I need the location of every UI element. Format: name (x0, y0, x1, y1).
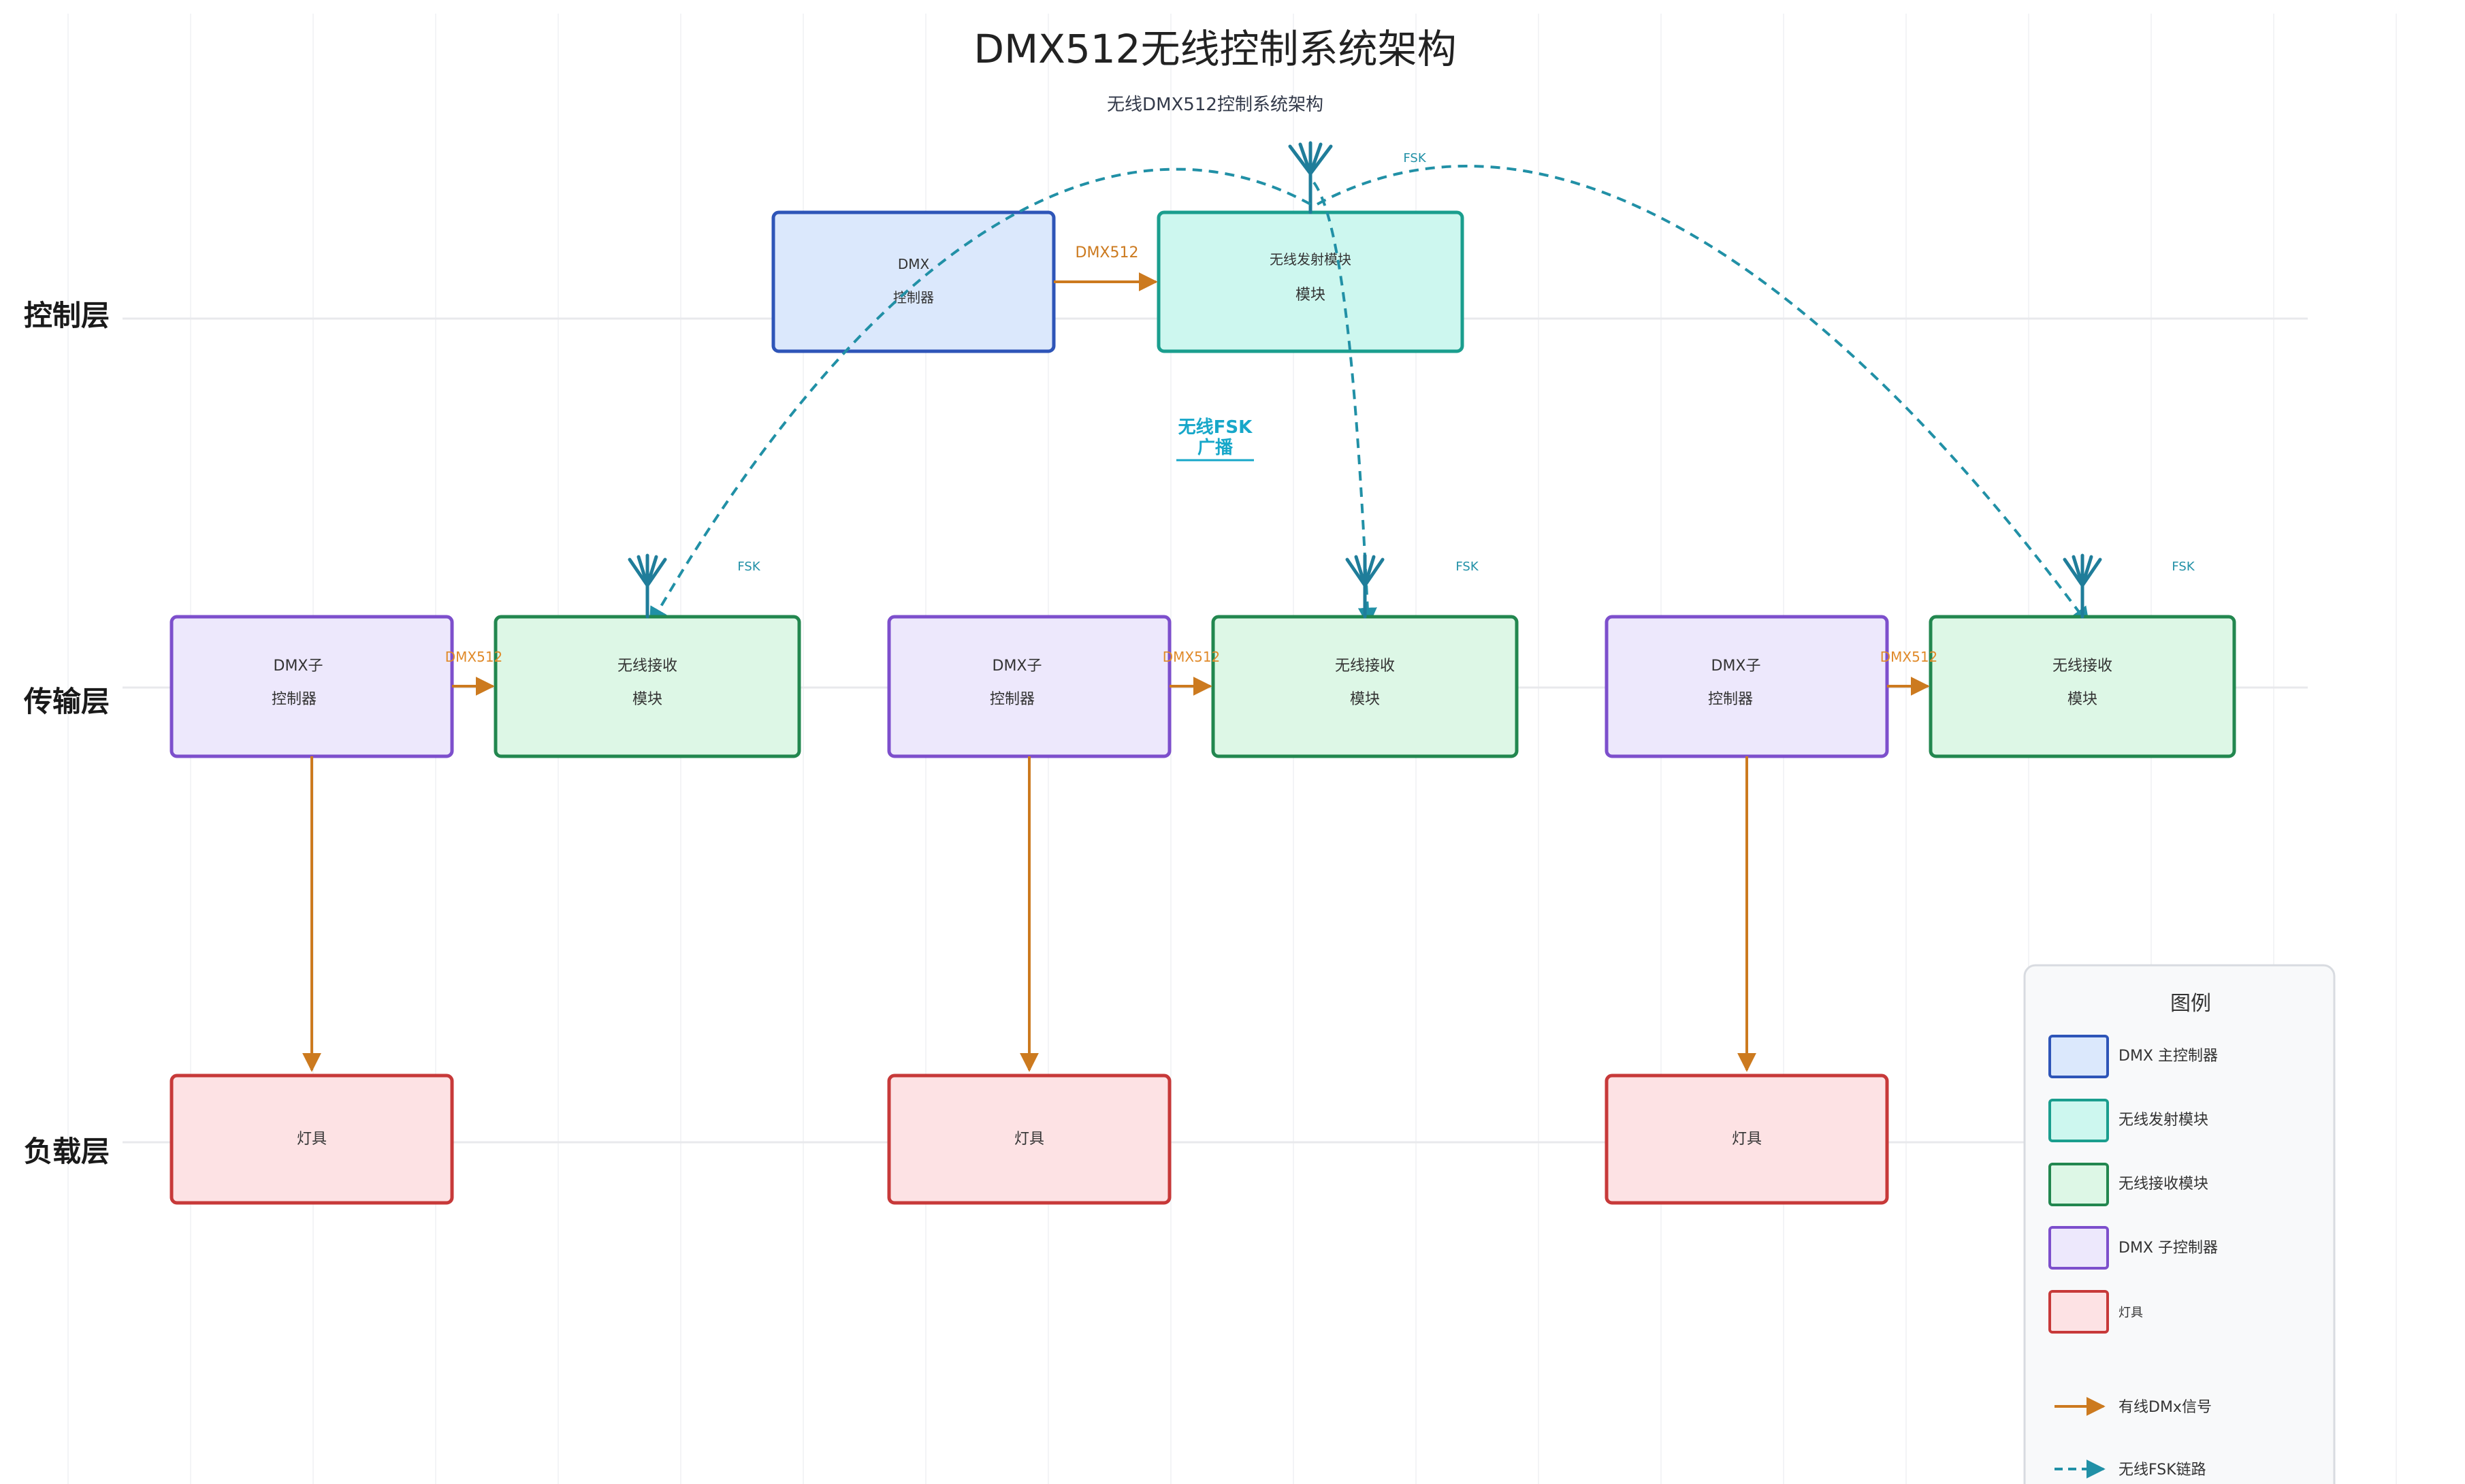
layer-label-control: 控制层 (24, 299, 110, 332)
diagram-subtitle: 无线DMX512控制系统架构 (1107, 95, 1323, 115)
lamp-3 (1605, 1074, 1889, 1205)
wired-link-main-label: DMX512 (1076, 244, 1139, 261)
dmx-sub-controller-2-line1: DMX子 (993, 658, 1042, 675)
legend-item-transmitter: 无线发射模块 (2048, 1099, 2208, 1142)
dmx-main-controller-line1: DMX (898, 256, 930, 272)
wireless-receiver-1 (494, 615, 801, 758)
diagram-title: DMX512无线控制系统架构 (973, 26, 1456, 72)
legend-panel (2023, 964, 2336, 1484)
legend-label-wireless: 无线FSK链路 (2118, 1462, 2206, 1479)
legend-swatch-sub-controller (2048, 1226, 2109, 1270)
wireless-receiver-1-line1: 无线接收 (617, 658, 677, 675)
legend-label-main-controller: DMX 主控制器 (2118, 1048, 2218, 1065)
layer-label-load: 负载层 (24, 1135, 110, 1168)
group-2: DMX子 控制器 无线接收 模块 DMX512 FSK 灯具 (887, 553, 1519, 1205)
broadcast-label-line2: 广播 (1197, 438, 1234, 458)
legend-label-receiver: 无线接收模块 (2118, 1176, 2208, 1193)
wireless-receiver-2 (1211, 615, 1519, 758)
legend-item-lamp: 灯具 (2048, 1290, 2143, 1334)
transmitter-antenna-icon (1288, 141, 1333, 214)
dmx-main-controller-line2: 控制器 (893, 289, 934, 306)
dmx-sub-controller-1-line2: 控制器 (272, 691, 317, 708)
fsk-label-3: FSK (2172, 560, 2195, 574)
wireless-transmitter-line2: 模块 (1295, 287, 1325, 304)
legend-item-main-controller: DMX 主控制器 (2048, 1035, 2218, 1078)
wireless-link-to-receiver-3 (1317, 165, 2090, 627)
group-1: DMX子 控制器 无线接收 模块 DMX512 FSK 灯具 (170, 553, 801, 1205)
legend-item-wired: 有线DMx信号 (2055, 1397, 2212, 1416)
receiver-antenna-icon-3 (2063, 553, 2102, 619)
wired-link-label-1: DMX512 (445, 649, 503, 665)
wireless-receiver-3-line2: 模块 (2067, 691, 2097, 708)
legend-title: 图例 (2170, 992, 2211, 1016)
lamp-2 (887, 1074, 1172, 1205)
lamp-3-label: 灯具 (1732, 1131, 1762, 1148)
legend-label-lamp: 灯具 (2118, 1306, 2143, 1320)
wireless-receiver-1-line2: 模块 (632, 691, 662, 708)
lamp-2-label: 灯具 (1014, 1131, 1044, 1148)
group-3: DMX子 控制器 无线接收 模块 DMX512 FSK 灯具 (1605, 553, 2236, 1205)
wireless-receiver-2-line2: 模块 (1350, 691, 1380, 708)
broadcast-label: 无线FSK 广播 (1176, 417, 1254, 462)
wireless-link-to-receiver-1 (649, 167, 1311, 627)
legend-item-receiver: 无线接收模块 (2048, 1163, 2208, 1206)
legend-label-wired: 有线DMx信号 (2118, 1399, 2212, 1416)
wireless-transmitter: 无线发射模块 模块 (1157, 210, 1464, 353)
legend-item-sub-controller: DMX 子控制器 (2048, 1226, 2218, 1270)
legend-swatch-main-controller (2048, 1035, 2109, 1078)
dmx-sub-controller-2-line2: 控制器 (990, 691, 1035, 708)
receiver-antenna-icon-1 (628, 553, 667, 619)
legend-swatch-transmitter (2048, 1099, 2109, 1142)
wired-link-label-3: DMX512 (1880, 649, 1938, 665)
lamp-1-label: 灯具 (297, 1131, 327, 1148)
dmx-sub-controller-3-line1: DMX子 (1711, 658, 1761, 675)
legend-label-sub-controller: DMX 子控制器 (2118, 1240, 2218, 1257)
dmx-sub-controller-3-line2: 控制器 (1708, 691, 1753, 708)
wireless-receiver-3-line1: 无线接收 (2052, 658, 2112, 675)
legend-swatch-receiver (2048, 1163, 2109, 1206)
wired-link-label-2: DMX512 (1163, 649, 1221, 665)
dmx-sub-controller-1-line1: DMX子 (274, 658, 323, 675)
dmx-main-controller: DMX 控制器 (771, 210, 1056, 353)
fsk-label-transmitter: FSK (1403, 151, 1426, 165)
dmx-sub-controller-2 (887, 615, 1172, 758)
layer-label-transport: 传输层 (23, 685, 110, 718)
legend-label-transmitter: 无线发射模块 (2118, 1112, 2208, 1129)
dmx-sub-controller-3 (1605, 615, 1889, 758)
legend-item-wireless: 无线FSK链路 (2055, 1459, 2206, 1479)
legend: 图例 DMX 主控制器 无线发射模块 无线接收模块 DMX 子控制器 灯具 有线… (2023, 964, 2336, 1484)
lamp-1 (170, 1074, 454, 1205)
fsk-label-1: FSK (737, 560, 760, 574)
dmx-sub-controller-1 (170, 615, 454, 758)
wireless-receiver-2-line1: 无线接收 (1335, 658, 1395, 675)
wireless-receiver-3 (1929, 615, 2236, 758)
fsk-label-2: FSK (1455, 560, 1479, 574)
receiver-antenna-icon-2 (1345, 553, 1385, 619)
broadcast-label-line1: 无线FSK (1178, 417, 1253, 438)
legend-swatch-lamp (2048, 1290, 2109, 1334)
